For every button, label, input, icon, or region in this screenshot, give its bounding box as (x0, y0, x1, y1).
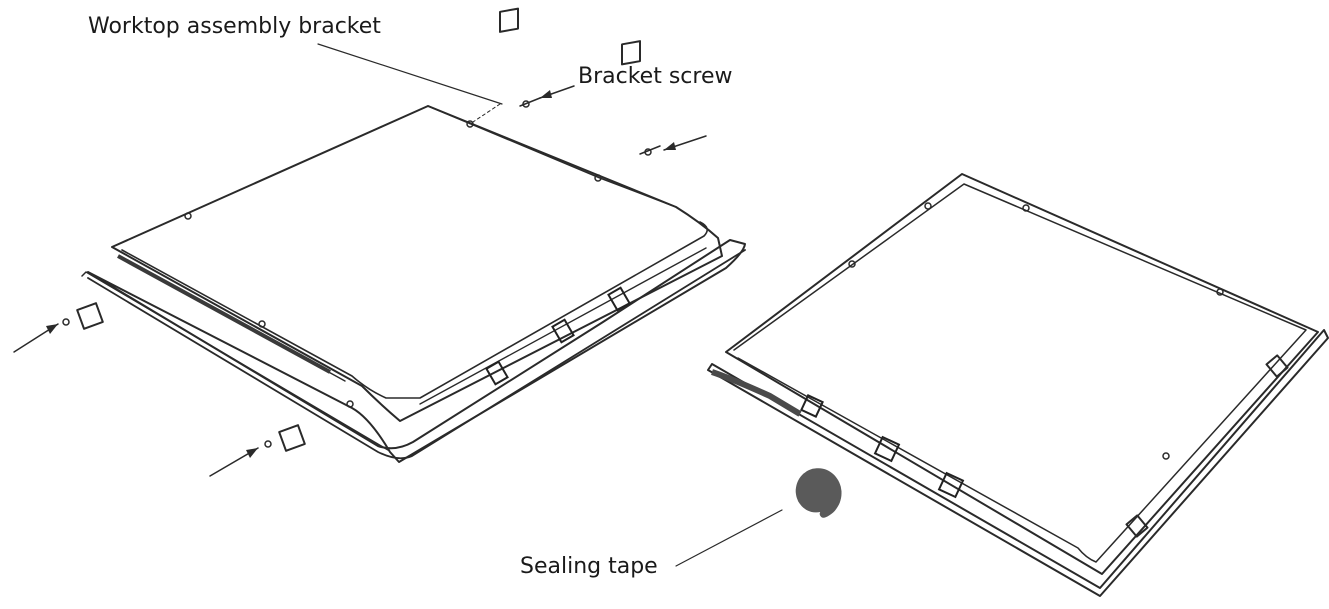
right-hob (707, 173, 1329, 597)
left-hob-mark (594, 174, 602, 182)
arrow-screw-top-1 (539, 85, 575, 99)
left-hob-strip (117, 254, 331, 374)
bracket-left-1 (62, 302, 104, 330)
left-connector-2 (551, 318, 575, 344)
bracket-left-2 (264, 424, 306, 452)
right-hob-mark (1216, 288, 1224, 296)
arrow-screw-left-1 (13, 323, 59, 353)
right-hob-mark (924, 202, 932, 210)
label-bracket-screw: Bracket screw (578, 64, 733, 89)
bracket-top-1 (499, 7, 541, 108)
right-hob-mark (1162, 452, 1170, 460)
left-hob-plate-edge (87, 249, 746, 460)
right-connector-1 (800, 394, 824, 418)
right-hob-bracket (1125, 514, 1149, 538)
left-hob-glass-plate (87, 239, 746, 463)
left-hob-rim-side-2 (419, 247, 707, 405)
left-hob-rim (121, 221, 708, 399)
right-hob-mark (1022, 204, 1030, 212)
left-connector-1 (485, 360, 509, 386)
left-hob-front-strip (81, 271, 389, 451)
right-hob-housing (725, 173, 1319, 575)
label-worktop-assembly-bracket: Worktop assembly bracket (88, 14, 381, 39)
leader-bracket (317, 43, 503, 105)
left-hob-mark (184, 212, 192, 220)
left-hob-back-edge (427, 105, 677, 208)
right-hob-rim (733, 183, 1307, 563)
left-hob-mark (346, 400, 354, 408)
leader-tape (675, 509, 783, 567)
right-hob-bracket (1265, 354, 1289, 378)
sealing-tape-roll (795, 468, 842, 518)
bracket-top-2 (621, 40, 661, 156)
right-connector-3 (937, 471, 965, 499)
right-hob-tape-strip (711, 369, 802, 417)
left-connector-3 (607, 286, 631, 312)
right-hob-mark (848, 260, 856, 268)
leader-bracket-dash (469, 103, 501, 125)
arrow-screw-top-2 (663, 135, 707, 151)
left-hob (87, 105, 746, 463)
label-sealing-tape: Sealing tape (520, 554, 658, 579)
left-hob-mark (258, 320, 266, 328)
left-hob-mark (466, 120, 474, 128)
right-hob-plate (707, 329, 1329, 597)
left-hob-housing (111, 105, 723, 422)
right-connector-2 (873, 435, 901, 463)
arrow-screw-left-2 (209, 447, 259, 477)
